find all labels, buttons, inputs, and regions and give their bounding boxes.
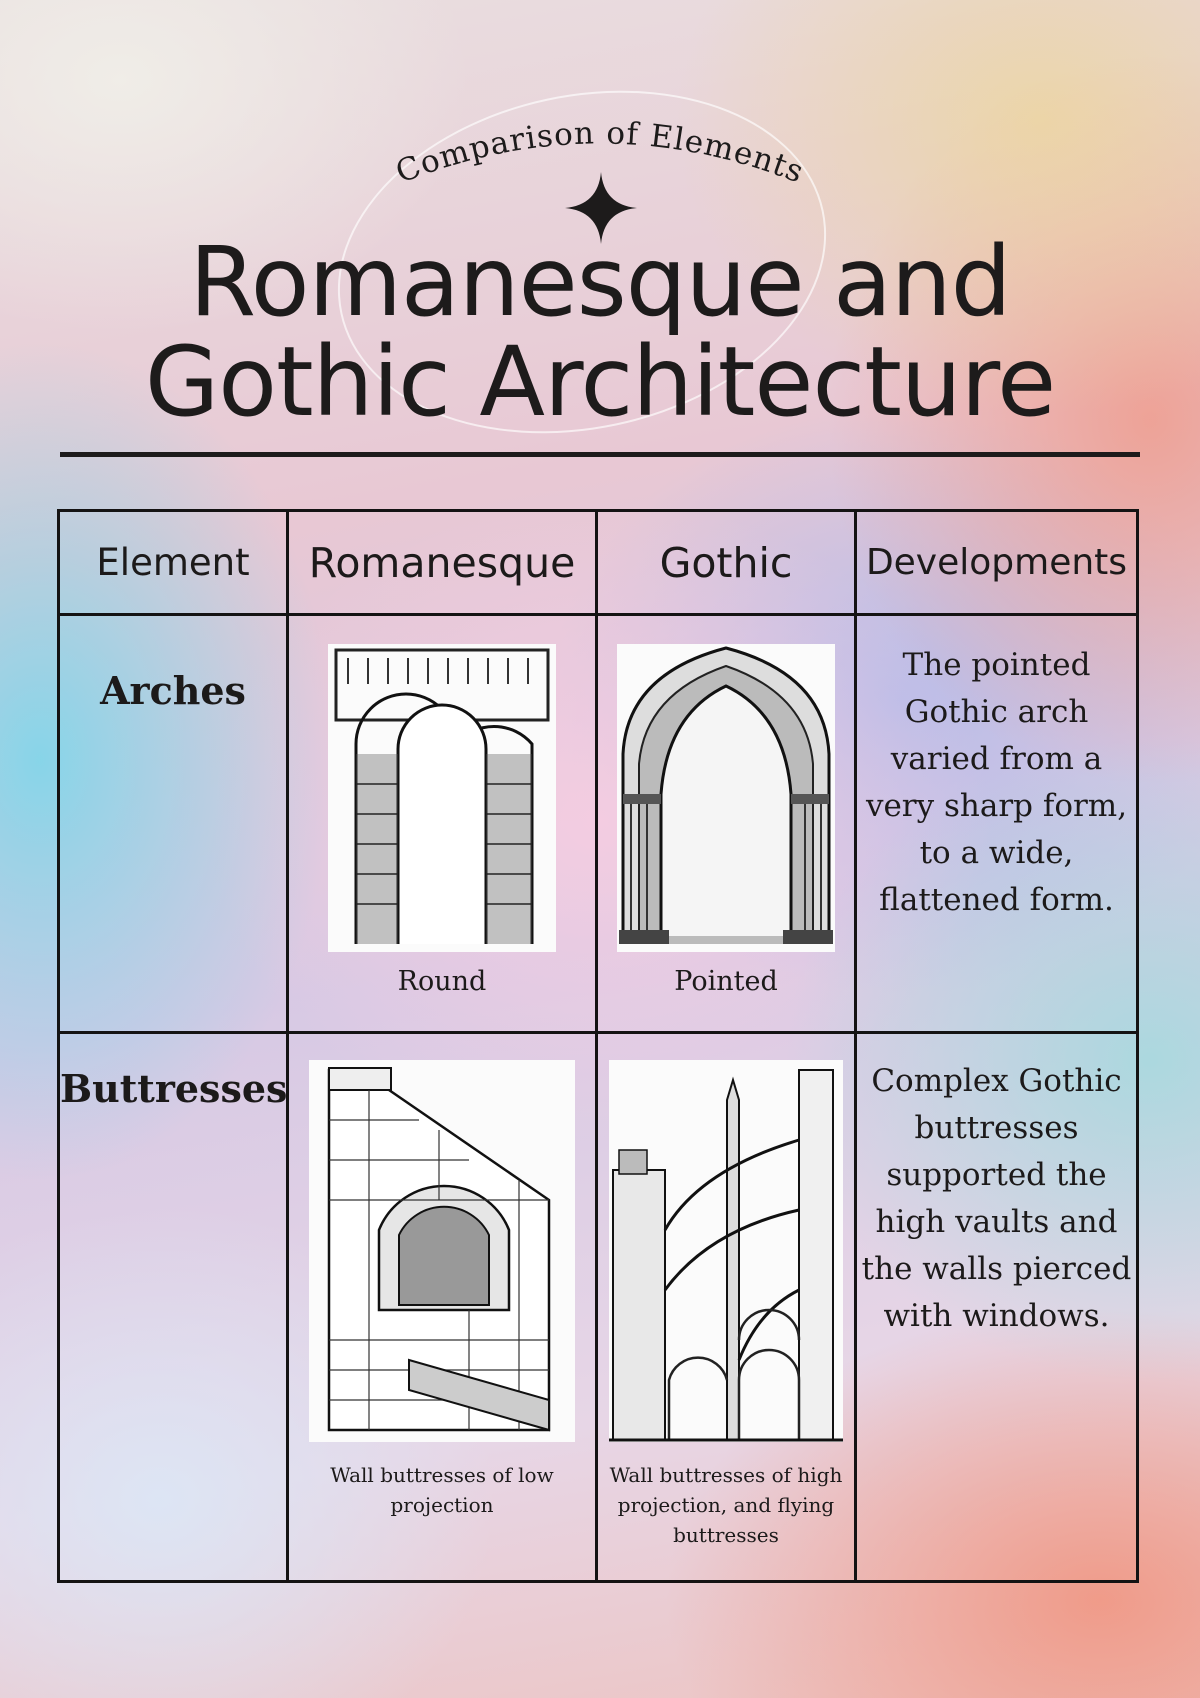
flying-buttress-image	[609, 1060, 843, 1442]
page-title: Romanesque and Gothic Architecture	[0, 232, 1200, 432]
romanesque-cell: Wall buttresses of low projection	[286, 1031, 598, 1583]
development-cell: The pointed Gothic arch varied from a ve…	[854, 613, 1139, 1034]
gothic-cell: Pointed	[595, 613, 857, 1034]
header-developments: Developments	[854, 509, 1139, 616]
poster-header: Comparison of Elements Romanesque and Go…	[0, 0, 1200, 477]
title-line-1: Romanesque and	[189, 226, 1011, 338]
table-row: Buttresses	[57, 1031, 1139, 1583]
sparkle-star-icon	[565, 172, 637, 244]
header-gothic: Gothic	[595, 509, 857, 616]
arches-development-text: The pointed Gothic arch varied from a ve…	[865, 647, 1128, 918]
element-buttresses: Buttresses	[60, 1066, 288, 1111]
element-cell: Arches	[57, 613, 289, 1034]
table-row: Arches	[57, 613, 1139, 1034]
flying-buttress-caption: Wall buttresses of high projection, and …	[609, 1463, 843, 1547]
element-cell: Buttresses	[57, 1031, 289, 1583]
pointed-arch-image	[617, 644, 835, 952]
table-header-row: Element Romanesque Gothic Developments	[57, 509, 1139, 616]
header-element: Element	[57, 509, 289, 616]
element-arches: Arches	[100, 668, 246, 713]
comparison-table: Element Romanesque Gothic Developments A…	[57, 509, 1139, 1583]
wall-buttress-image	[309, 1060, 575, 1442]
title-divider	[60, 452, 1140, 457]
round-caption: Round	[397, 966, 487, 997]
pointed-caption: Pointed	[674, 966, 778, 997]
romanesque-cell: Round	[286, 613, 598, 1034]
wall-buttress-caption: Wall buttresses of low projection	[330, 1463, 554, 1517]
buttresses-development-text: Complex Gothic buttresses supported the …	[861, 1063, 1132, 1334]
title-line-2: Gothic Architecture	[144, 326, 1056, 438]
round-arch-image	[328, 644, 556, 952]
development-cell: Complex Gothic buttresses supported the …	[854, 1031, 1139, 1583]
subtitle-arc: Comparison of Elements	[391, 115, 808, 190]
gothic-cell: Wall buttresses of high projection, and …	[595, 1031, 857, 1583]
header-romanesque: Romanesque	[286, 509, 598, 616]
